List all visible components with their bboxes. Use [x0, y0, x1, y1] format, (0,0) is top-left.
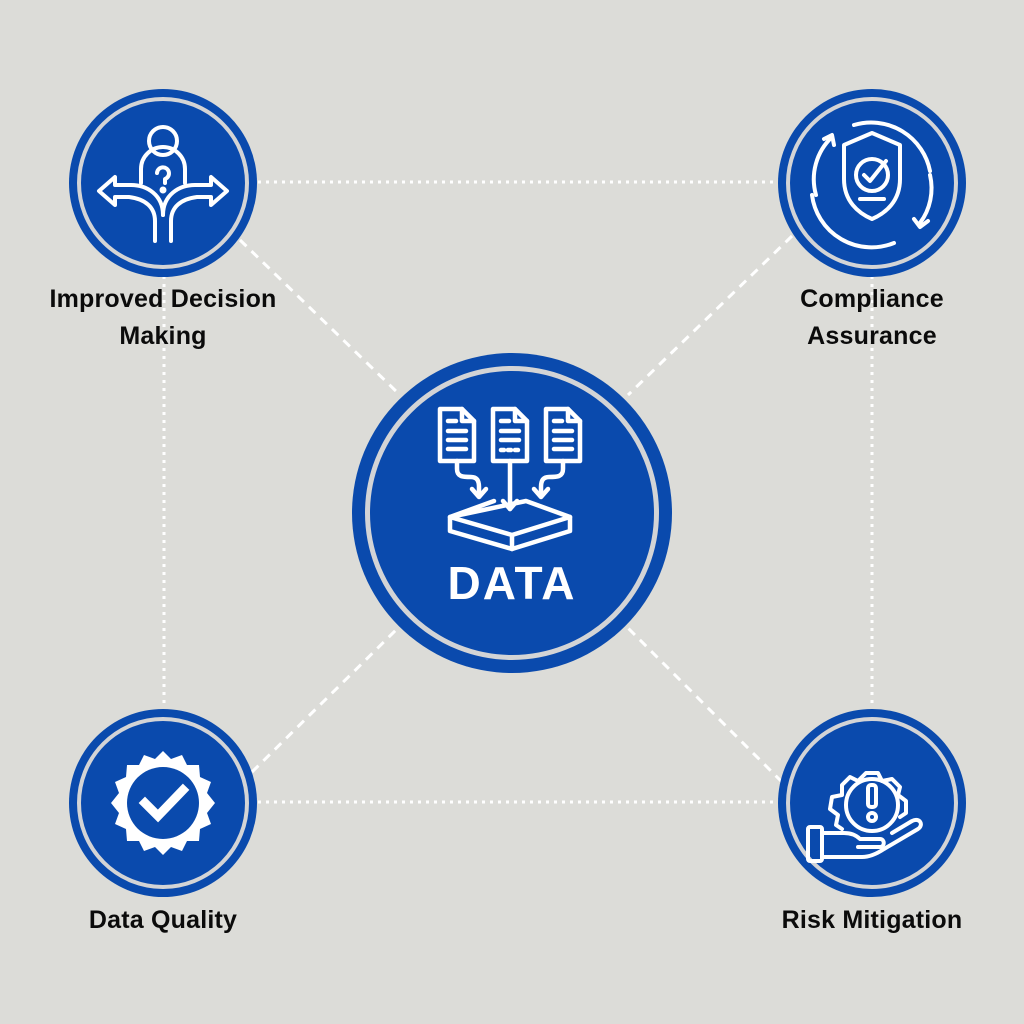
- node-data-quality: [69, 709, 257, 897]
- label-improved-decision-making: Improved Decision Making: [13, 281, 313, 355]
- node-ring: [786, 97, 958, 269]
- label-line-1: Data Quality: [88, 906, 238, 934]
- connector-diagonal-tl: [238, 238, 402, 397]
- node-data-center: DATA: [352, 353, 672, 673]
- node-ring: [77, 717, 249, 889]
- label-data-quality: Data Quality: [13, 902, 313, 939]
- center-title: DATA: [447, 557, 577, 609]
- label-risk-mitigation: Risk Mitigation: [722, 902, 1022, 939]
- badge-check-icon: [111, 751, 215, 855]
- documents-into-database-icon: [437, 406, 583, 552]
- shield-check-cycle-icon: [810, 120, 934, 250]
- label-compliance-assurance: Compliance Assurance: [722, 281, 1022, 355]
- label-line-2: Making: [119, 322, 207, 350]
- connector-diagonal-br: [626, 626, 784, 784]
- node-ring: [786, 717, 958, 889]
- label-line-1: Improved Decision: [49, 285, 277, 313]
- node-ring: [77, 97, 249, 269]
- node-compliance-assurance: [778, 89, 966, 277]
- decision-crossroads-person-icon: [97, 125, 229, 243]
- hand-gear-alert-icon: [806, 771, 923, 863]
- node-ring: [365, 366, 659, 660]
- connector-diagonal-tr: [626, 234, 794, 397]
- connector-diagonal-bl: [250, 626, 400, 774]
- label-line-1: Risk Mitigation: [781, 906, 963, 934]
- node-risk-mitigation: [778, 709, 966, 897]
- label-line-2: Assurance: [807, 322, 937, 350]
- node-improved-decision-making: [69, 89, 257, 277]
- label-line-1: Compliance: [800, 285, 944, 313]
